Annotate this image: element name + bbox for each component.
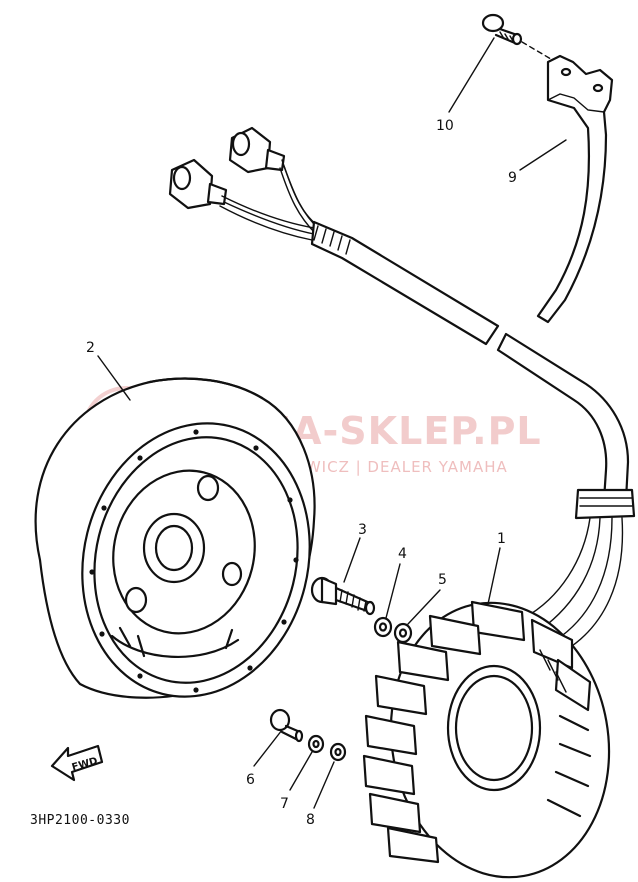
part-3-bolt xyxy=(310,576,376,616)
callout-8: 8 xyxy=(306,812,315,828)
part-9-bracket xyxy=(536,54,614,324)
callout-7: 7 xyxy=(280,796,289,812)
part-5-washer xyxy=(393,622,413,644)
part-4-washer xyxy=(373,616,393,638)
callout-2: 2 xyxy=(86,340,95,356)
connector-plug-upper xyxy=(228,126,286,174)
part-2-rotor xyxy=(34,377,316,699)
callout-10: 10 xyxy=(436,118,454,134)
grommet xyxy=(574,488,636,520)
callout-1: 1 xyxy=(497,531,506,547)
fwd-arrow-icon: FWD xyxy=(50,744,104,782)
callout-5: 5 xyxy=(438,572,447,588)
part-8-washer xyxy=(329,742,347,762)
callout-6: 6 xyxy=(246,772,255,788)
part-1-stator xyxy=(362,600,611,879)
part-10-bolt xyxy=(481,13,557,63)
leader-lines xyxy=(97,37,567,809)
callout-4: 4 xyxy=(398,546,407,562)
part-7-washer xyxy=(307,734,325,754)
callout-3: 3 xyxy=(358,522,367,538)
wire-harness xyxy=(168,126,636,651)
part-6-bolt xyxy=(269,708,304,743)
callout-9: 9 xyxy=(508,170,517,186)
diagram-code: 3HP2100-0330 xyxy=(30,813,130,828)
connector-plug-lower xyxy=(168,158,228,210)
